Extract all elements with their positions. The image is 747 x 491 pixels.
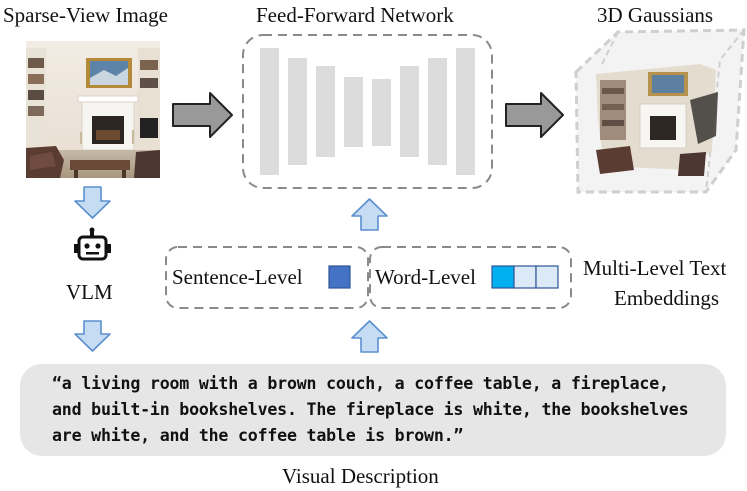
gaussians-render [574, 28, 746, 194]
network-box [242, 34, 493, 189]
network-label: Feed-Forward Network [256, 3, 454, 27]
word-level-label: Word-Level [375, 265, 476, 289]
sparse-view-label: Sparse-View Image [3, 3, 168, 27]
sparse-view-image [26, 41, 160, 178]
word-token-3 [535, 265, 559, 289]
sentence-token [328, 265, 351, 289]
visual-description-text: “a living room with a brown couch, a cof… [52, 371, 732, 449]
word-level-box [369, 246, 572, 309]
arrow-vlm-to-description [74, 320, 111, 352]
arrow-description-to-embeddings [351, 320, 388, 353]
multi-level-label-line2: Embeddings [614, 286, 719, 310]
robot-icon [74, 227, 111, 261]
visual-description-box: “a living room with a brown couch, a cof… [20, 364, 726, 456]
gaussians-label: 3D Gaussians [597, 3, 714, 27]
description-line-3: are white, and the coffee table is brown… [52, 426, 464, 445]
vlm-label: VLM [66, 280, 113, 304]
description-line-1: “a living room with a brown couch, a cof… [52, 374, 669, 393]
multi-level-label-line1: Multi-Level Text [583, 256, 727, 280]
sentence-level-label: Sentence-Level [172, 265, 303, 289]
arrow-image-to-vlm [74, 186, 111, 219]
sentence-level-box [165, 246, 369, 309]
visual-description-label: Visual Description [282, 464, 439, 488]
arrow-to-gaussians [505, 92, 564, 138]
word-token-1 [491, 265, 515, 289]
network-layers [260, 48, 475, 175]
word-token-2 [513, 265, 537, 289]
description-line-2: and built-in bookshelves. The fireplace … [52, 400, 689, 419]
arrow-to-network [172, 92, 233, 138]
arrow-embeddings-to-network [351, 198, 388, 231]
